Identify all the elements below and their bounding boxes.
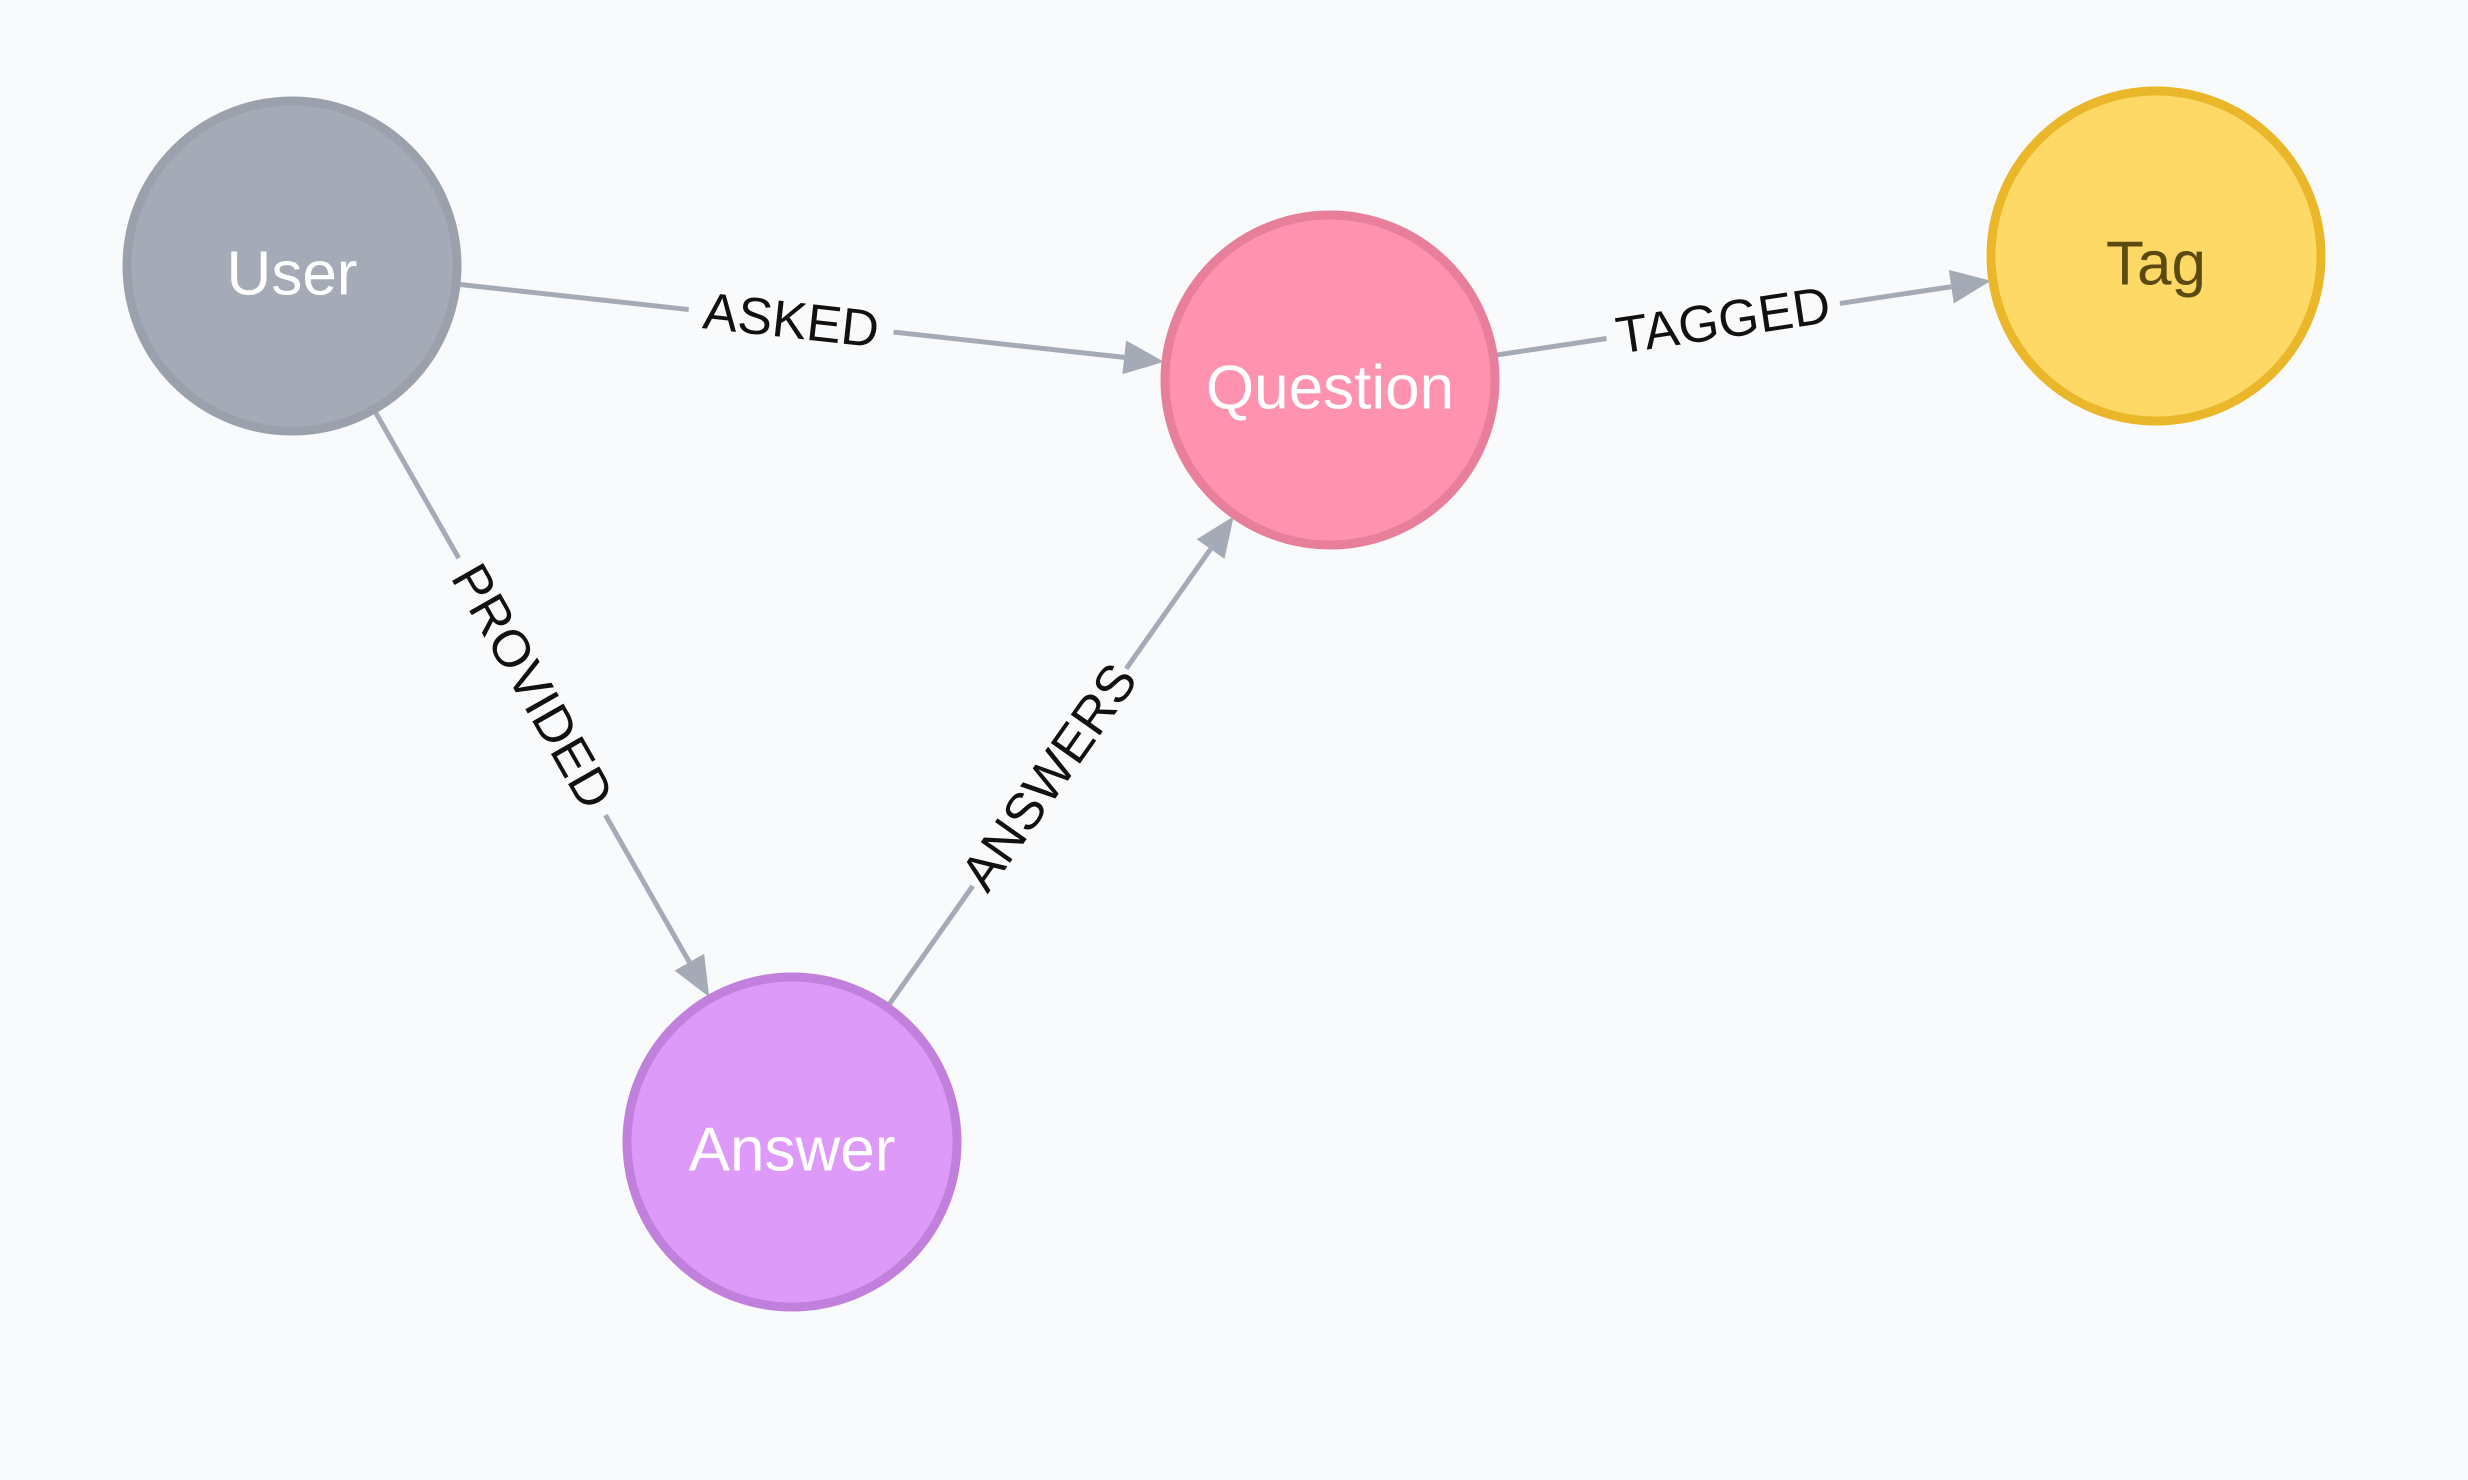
node-label-user: User [227,240,358,309]
arrowhead-icon [1196,516,1234,559]
arrowhead-icon [674,953,710,997]
edge-answers-line-start [886,884,975,1008]
edge-tagged[interactable]: TAGGED [1494,269,1991,366]
edge-tagged-line-end [1839,284,1952,306]
edge-provided[interactable]: PROVIDED [372,409,710,997]
node-answer[interactable]: Answer [622,972,962,1312]
edge-label-tagged: TAGGED [1612,276,1834,365]
edge-label-provided: PROVIDED [440,554,625,819]
edge-asked[interactable]: ASKED [457,281,1164,375]
node-tag-circle [1986,86,2326,426]
edge-answers-line-end [1124,547,1213,671]
node-question-circle [1160,210,1500,550]
arrowhead-icon [1122,340,1164,375]
node-answer-circle [622,972,962,1312]
node-question[interactable]: Question [1160,210,1500,550]
edge-asked-line-end [893,329,1125,360]
edge-tagged-line-start [1494,336,1607,358]
node-label-answer: Answer [689,1116,896,1185]
edge-answers[interactable]: ANSWERS [886,516,1234,1008]
edge-asked-line-start [457,281,690,313]
edge-provided-line-end [603,813,692,964]
node-user[interactable]: User [122,96,462,436]
arrowhead-icon [1948,269,1991,304]
node-user-circle [122,96,462,436]
edge-label-asked: ASKED [700,282,882,359]
node-label-tag: Tag [2106,230,2206,299]
node-label-question: Question [1206,354,1454,423]
edge-label-answers: ANSWERS [950,653,1149,901]
node-tag[interactable]: Tag [1986,86,2326,426]
edge-provided-line-start [372,409,461,560]
